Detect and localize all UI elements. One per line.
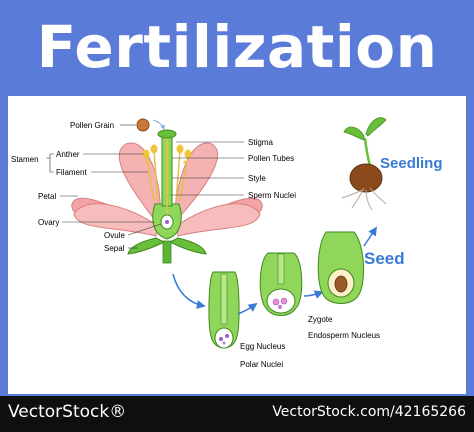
right-labels: Stigma Pollen Tubes Style Sperm Nuclei <box>170 138 296 200</box>
fertilization-diagram: Pollen Grain Stamen Anther Filament Peta… <box>11 117 443 369</box>
label-filament: Filament <box>56 168 87 177</box>
arrow-seed-to-seedling <box>363 226 377 247</box>
label-anther: Anther <box>56 150 80 159</box>
footer-brand: VectorStock® <box>8 402 127 422</box>
flower-illustration <box>71 129 263 264</box>
arrow-stage2-to-seed <box>303 290 324 299</box>
label-zygote: Zygote <box>308 315 333 324</box>
label-pollen-grain: Pollen Grain <box>70 121 114 130</box>
ovule-stage-2 <box>259 252 303 316</box>
label-endosperm-nucleus: Endosperm Nucleus <box>308 331 380 340</box>
label-stigma: Stigma <box>248 138 273 147</box>
ovule-stage-1 <box>208 271 240 349</box>
label-seedling: Seedling <box>380 155 443 172</box>
label-style: Style <box>248 174 266 183</box>
left-labels: Pollen Grain Stamen Anther Filament Peta… <box>11 121 162 253</box>
footer-image-id: VectorStock.com/42165266 <box>272 404 466 420</box>
label-ovule: Ovule <box>104 231 125 240</box>
label-sepal: Sepal <box>104 244 125 253</box>
diagram-panel: Pollen Grain Stamen Anther Filament Peta… <box>8 96 466 394</box>
arrow-stage1-to-stage2 <box>237 302 258 315</box>
label-stamen: Stamen <box>11 155 39 164</box>
label-ovary: Ovary <box>38 218 59 227</box>
label-polar-nuclei: Polar Nuclei <box>240 360 283 369</box>
footer-bar: VectorStock® VectorStock.com/42165266 <box>0 396 474 432</box>
seed-illustration <box>317 231 365 304</box>
pollen-arrow <box>152 119 165 130</box>
pollen-grain-illustration <box>136 118 150 132</box>
seedling-illustration <box>341 117 387 211</box>
label-seed: Seed <box>364 249 405 268</box>
label-sperm-nuclei: Sperm Nuclei <box>248 191 296 200</box>
label-pollen-tubes: Pollen Tubes <box>248 154 294 163</box>
page-title: Fertilization <box>36 13 438 81</box>
arrow-flower-to-ovule <box>172 273 206 309</box>
label-egg-nucleus: Egg Nucleus <box>240 342 285 351</box>
label-petal: Petal <box>38 192 56 201</box>
